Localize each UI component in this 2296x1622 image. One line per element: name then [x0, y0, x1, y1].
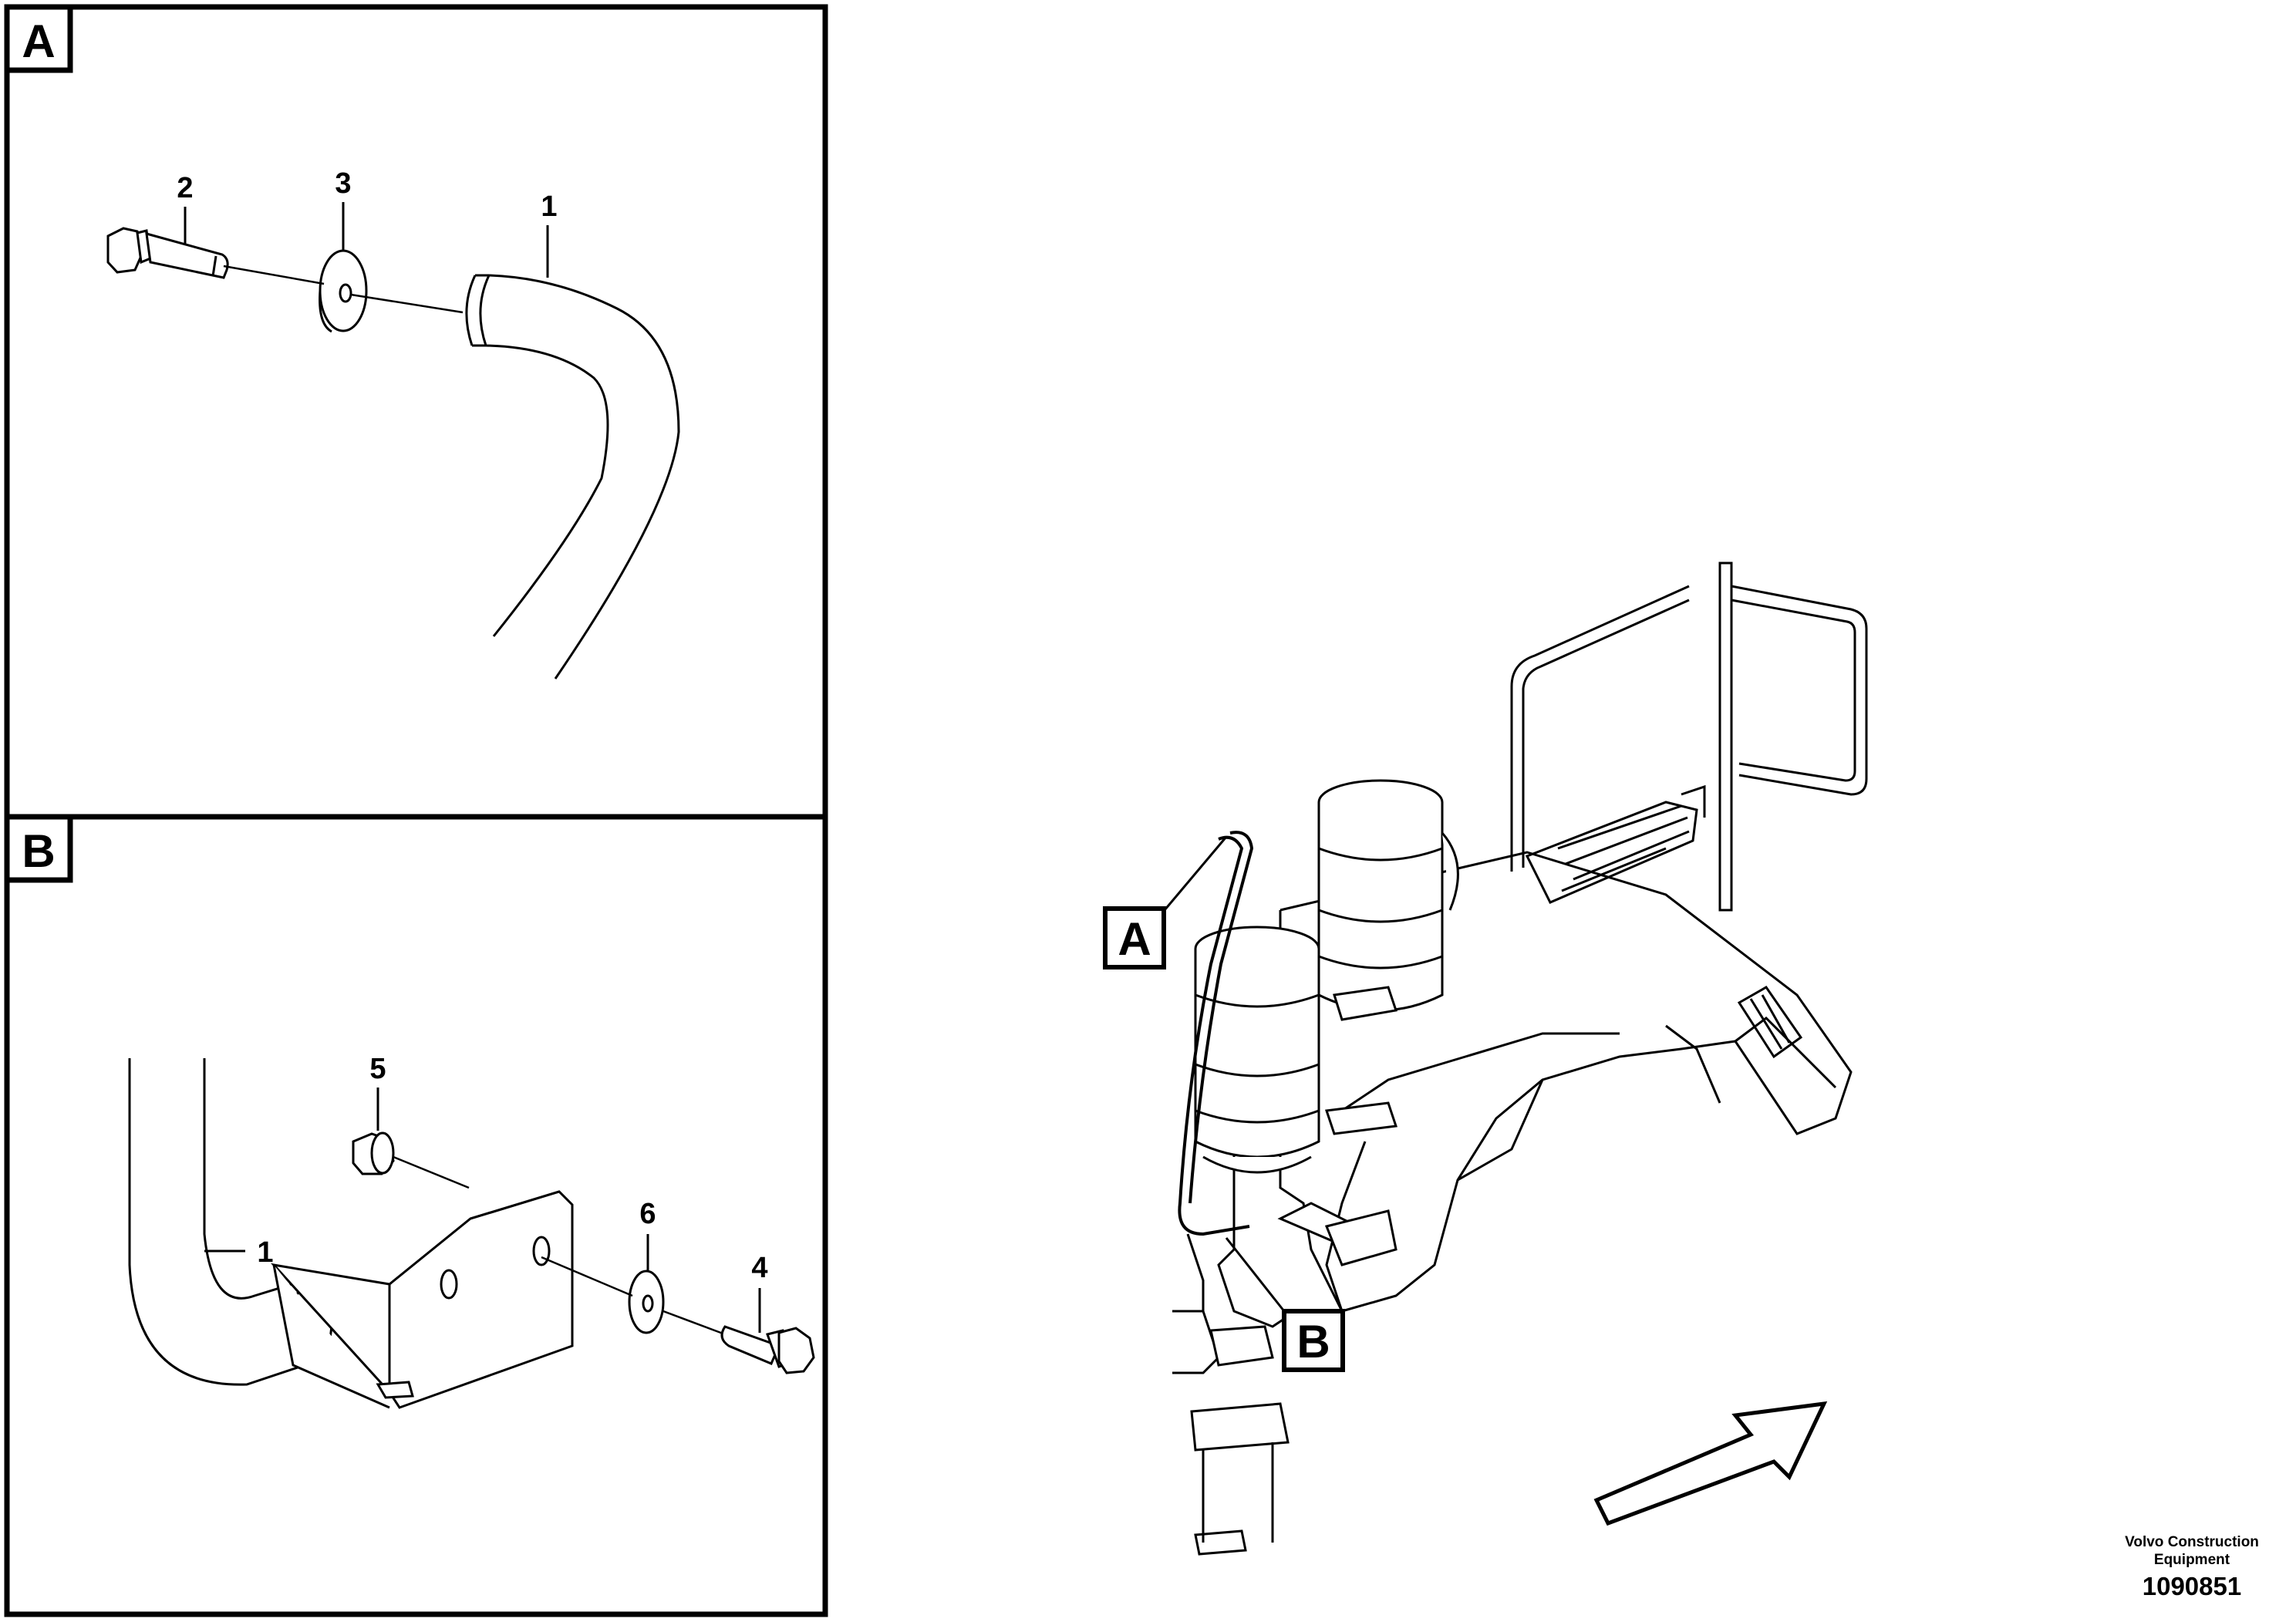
bolt-part — [106, 227, 229, 279]
washer-part — [319, 249, 368, 333]
air-tank-front — [1194, 926, 1320, 1174]
overview-callout-a: A — [1103, 836, 1228, 969]
nut-part — [352, 1131, 395, 1175]
callout-b-nut: 5 — [369, 1053, 386, 1085]
tube-part — [465, 274, 680, 679]
detail-panel-b: B 1 5 — [4, 814, 828, 1617]
brand-block: Volvo Construction Equipment 1090851 — [2125, 1534, 2259, 1600]
callout-b-bolt: 4 — [751, 1252, 767, 1284]
detail-b-label-box — [4, 814, 73, 883]
overview-label-b: B — [1296, 1316, 1330, 1367]
routed-pipe — [1178, 831, 1254, 1236]
callout-a-tube: 1 — [541, 191, 557, 223]
overview-drawing — [1172, 561, 1868, 1556]
handrail — [1510, 561, 1868, 912]
detail-a-label: A — [22, 15, 55, 67]
bracket-part — [270, 1190, 574, 1409]
air-tank-rear — [1317, 779, 1459, 1012]
callout-a-bolt: 2 — [177, 172, 193, 204]
callout-b-washer: 6 — [639, 1198, 656, 1230]
detail-b-label: B — [22, 825, 55, 877]
overview-label-a: A — [1118, 913, 1151, 965]
detail-a-label-box — [4, 4, 73, 73]
direction-arrow — [1593, 1401, 1828, 1526]
detail-panel-a: A 2 3 1 — [4, 4, 828, 820]
bolt-part-b — [720, 1325, 815, 1374]
callout-b-tube: 1 — [257, 1236, 273, 1269]
document-number: 1090851 — [2143, 1572, 2241, 1600]
washer-part-b — [628, 1270, 665, 1334]
steps — [1190, 986, 1398, 1556]
overview-callout-b: B — [1225, 1237, 1345, 1372]
brand-line-1: Volvo Construction — [2125, 1534, 2259, 1550]
callout-a-washer: 3 — [335, 167, 351, 200]
brand-line-2: Equipment — [2154, 1552, 2230, 1568]
walkway-grating — [1525, 801, 1698, 904]
